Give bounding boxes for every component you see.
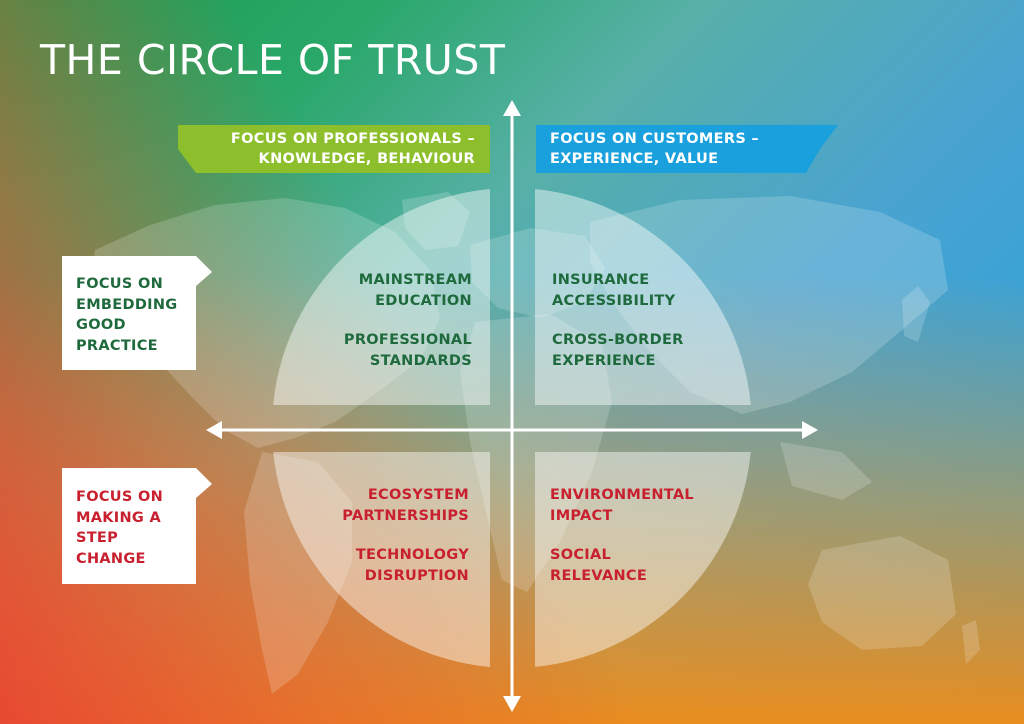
quadrant-item: SOCIAL RELEVANCE [550,545,694,587]
banner-customers-label: FOCUS ON CUSTOMERS – EXPERIENCE, VALUE [550,129,759,169]
quadrant-bottom-right-shape [535,452,751,667]
quadrant-item-line: PARTNERSHIPS [342,508,469,524]
side-label-embedding-good-practice: FOCUS ON EMBEDDING GOOD PRACTICE [76,274,178,356]
quadrant-bottom-left-shape [273,452,490,667]
arrow-right-icon [802,421,818,439]
quadrant-item-line: ECOSYSTEM [367,487,469,503]
quadrant-item: INSURANCE ACCESSIBILITY [552,270,684,312]
quadrant-top-left-shape [273,189,490,405]
quadrant-item: PROFESSIONAL STANDARDS [344,330,472,372]
banner-line: KNOWLEDGE, BEHAVIOUR [258,151,475,167]
banner-right-shape [536,125,838,173]
quadrant-item-spacer [342,527,469,545]
quadrant-item-spacer [550,527,694,545]
side-label-line: STEP [76,530,119,546]
southeast-asia-shape [780,442,872,500]
arrow-left-icon [206,421,222,439]
banner-line: FOCUS ON CUSTOMERS – [550,131,759,147]
side-label-line: PRACTICE [76,337,158,354]
new-zealand-shape [962,620,980,664]
banner-line: EXPERIENCE, VALUE [550,151,719,167]
quadrant-item-line: RELEVANCE [550,568,648,584]
side-label-line: CHANGE [76,550,146,567]
side-label-line: MAKING A [76,509,161,526]
quadrant-item-line: STANDARDS [369,353,472,369]
side-label-line: FOCUS ON [76,489,163,505]
side-label-line: GOOD [76,317,126,333]
south-america-shape [244,452,352,694]
quadrant-top-left-text: MAINSTREAM EDUCATION PROFESSIONAL STANDA… [344,270,472,372]
quadrant-item-line: PROFESSIONAL [343,332,472,348]
quadrant-item-line: MAINSTREAM [358,272,472,288]
quadrant-item-line: EDUCATION [375,293,472,309]
quadrant-item-line: SOCIAL [550,547,612,563]
quadrant-item: ENVIRONMENTAL IMPACT [550,485,694,527]
quadrant-item-line: TECHNOLOGY [355,547,469,563]
side-label-making-step-change: FOCUS ON MAKING A STEP CHANGE [76,487,163,569]
quadrant-item: MAINSTREAM EDUCATION [344,270,472,312]
side-label-line: EMBEDDING [76,296,178,313]
side-label-top-box [62,256,212,370]
quadrant-item-line: INSURANCE [552,272,650,288]
quadrant-item-spacer [552,312,684,330]
quadrant-item-line: EXPERIENCE [552,353,656,369]
quadrant-item-spacer [344,312,472,330]
africa-shape [460,314,612,592]
quadrant-item-line: ENVIRONMENTAL [550,487,694,503]
quadrant-top-right-text: INSURANCE ACCESSIBILITY CROSS-BORDER EXP… [552,270,684,372]
banner-line: FOCUS ON PROFESSIONALS – [230,131,475,147]
quadrant-top-right-shape [535,189,751,405]
quadrant-item-line: IMPACT [550,508,613,524]
quadrant-item: TECHNOLOGY DISRUPTION [342,545,469,587]
europe-shape [470,228,605,318]
arrow-down-icon [503,696,521,712]
japan-shape [902,286,930,342]
quadrant-item-line: DISRUPTION [364,568,469,584]
quadrant-item: ECOSYSTEM PARTNERSHIPS [342,485,469,527]
axis-arrows [218,112,806,700]
page-title: THE CIRCLE OF TRUST [40,36,506,84]
banner-professionals-label: FOCUS ON PROFESSIONALS – KNOWLEDGE, BEHA… [231,129,475,169]
quadrant-item-line: CROSS-BORDER [552,332,684,348]
side-label-bottom-box [62,468,212,584]
quadrant-item-line: ACCESSIBILITY [552,293,676,309]
side-label-line: FOCUS ON [76,276,163,292]
quadrant-bottom-right-text: ENVIRONMENTAL IMPACT SOCIAL RELEVANCE [550,485,694,587]
quadrant-item: CROSS-BORDER EXPERIENCE [552,330,684,372]
quadrant-bottom-left-text: ECOSYSTEM PARTNERSHIPS TECHNOLOGY DISRUP… [342,485,469,587]
greenland-shape [402,192,470,250]
asia-shape [590,196,948,414]
banner-left-shape [178,125,490,173]
arrow-up-icon [503,100,521,116]
australia-shape [808,536,956,650]
